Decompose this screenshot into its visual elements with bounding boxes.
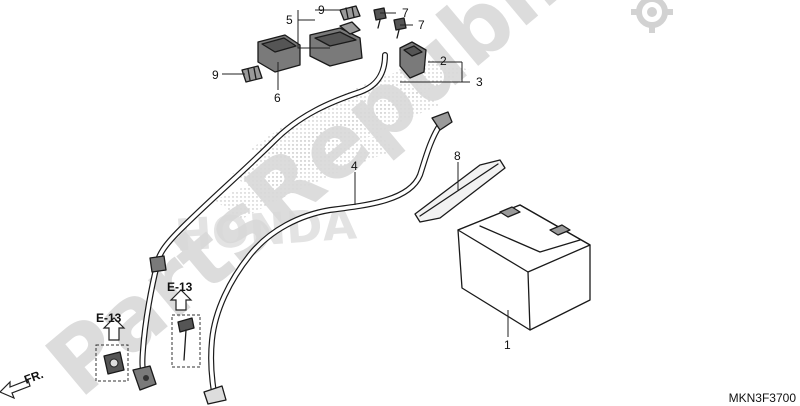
relay-harness-3 — [132, 52, 388, 391]
ref-label-right: E-13 — [167, 280, 193, 294]
callout-6: 6 — [274, 91, 281, 105]
callout-7-lower: 7 — [418, 18, 425, 32]
fuse-9-upper — [339, 5, 361, 21]
callout-9-lower: 9 — [212, 68, 219, 82]
diagram-code: MKN3F3700 — [729, 391, 797, 405]
fuse-9-lower — [241, 65, 263, 83]
gear-icon — [631, 0, 673, 33]
front-direction-label: FR. — [22, 367, 45, 387]
ref-arrow-left: E-13 — [96, 311, 126, 341]
battery-1 — [457, 204, 591, 331]
callout-9-upper: 9 — [318, 3, 325, 17]
callout-1: 1 — [504, 338, 511, 352]
starter-relay-5 — [309, 21, 363, 67]
bolt-7-upper — [373, 7, 387, 29]
callout-5: 5 — [286, 13, 293, 27]
callouts: 5 9 7 7 2 3 9 6 4 8 1 — [212, 3, 511, 352]
reference-part-left — [95, 344, 129, 382]
ref-label-left: E-13 — [96, 311, 122, 325]
bolt-7-lower — [393, 17, 407, 39]
leader-lines — [222, 9, 509, 337]
callout-8: 8 — [454, 149, 461, 163]
front-direction-arrow: FR. — [0, 367, 45, 400]
callout-7-upper: 7 — [402, 6, 409, 20]
battery-band-8 — [414, 159, 506, 223]
terminal-cover-2 — [399, 41, 427, 79]
callout-3: 3 — [476, 75, 483, 89]
callout-2: 2 — [440, 54, 447, 68]
ref-arrow-right: E-13 — [167, 280, 193, 311]
reference-part-right — [171, 314, 201, 368]
battery-cable-4 — [203, 111, 453, 405]
callout-4: 4 — [351, 159, 358, 173]
relay-cover-6 — [257, 34, 301, 73]
